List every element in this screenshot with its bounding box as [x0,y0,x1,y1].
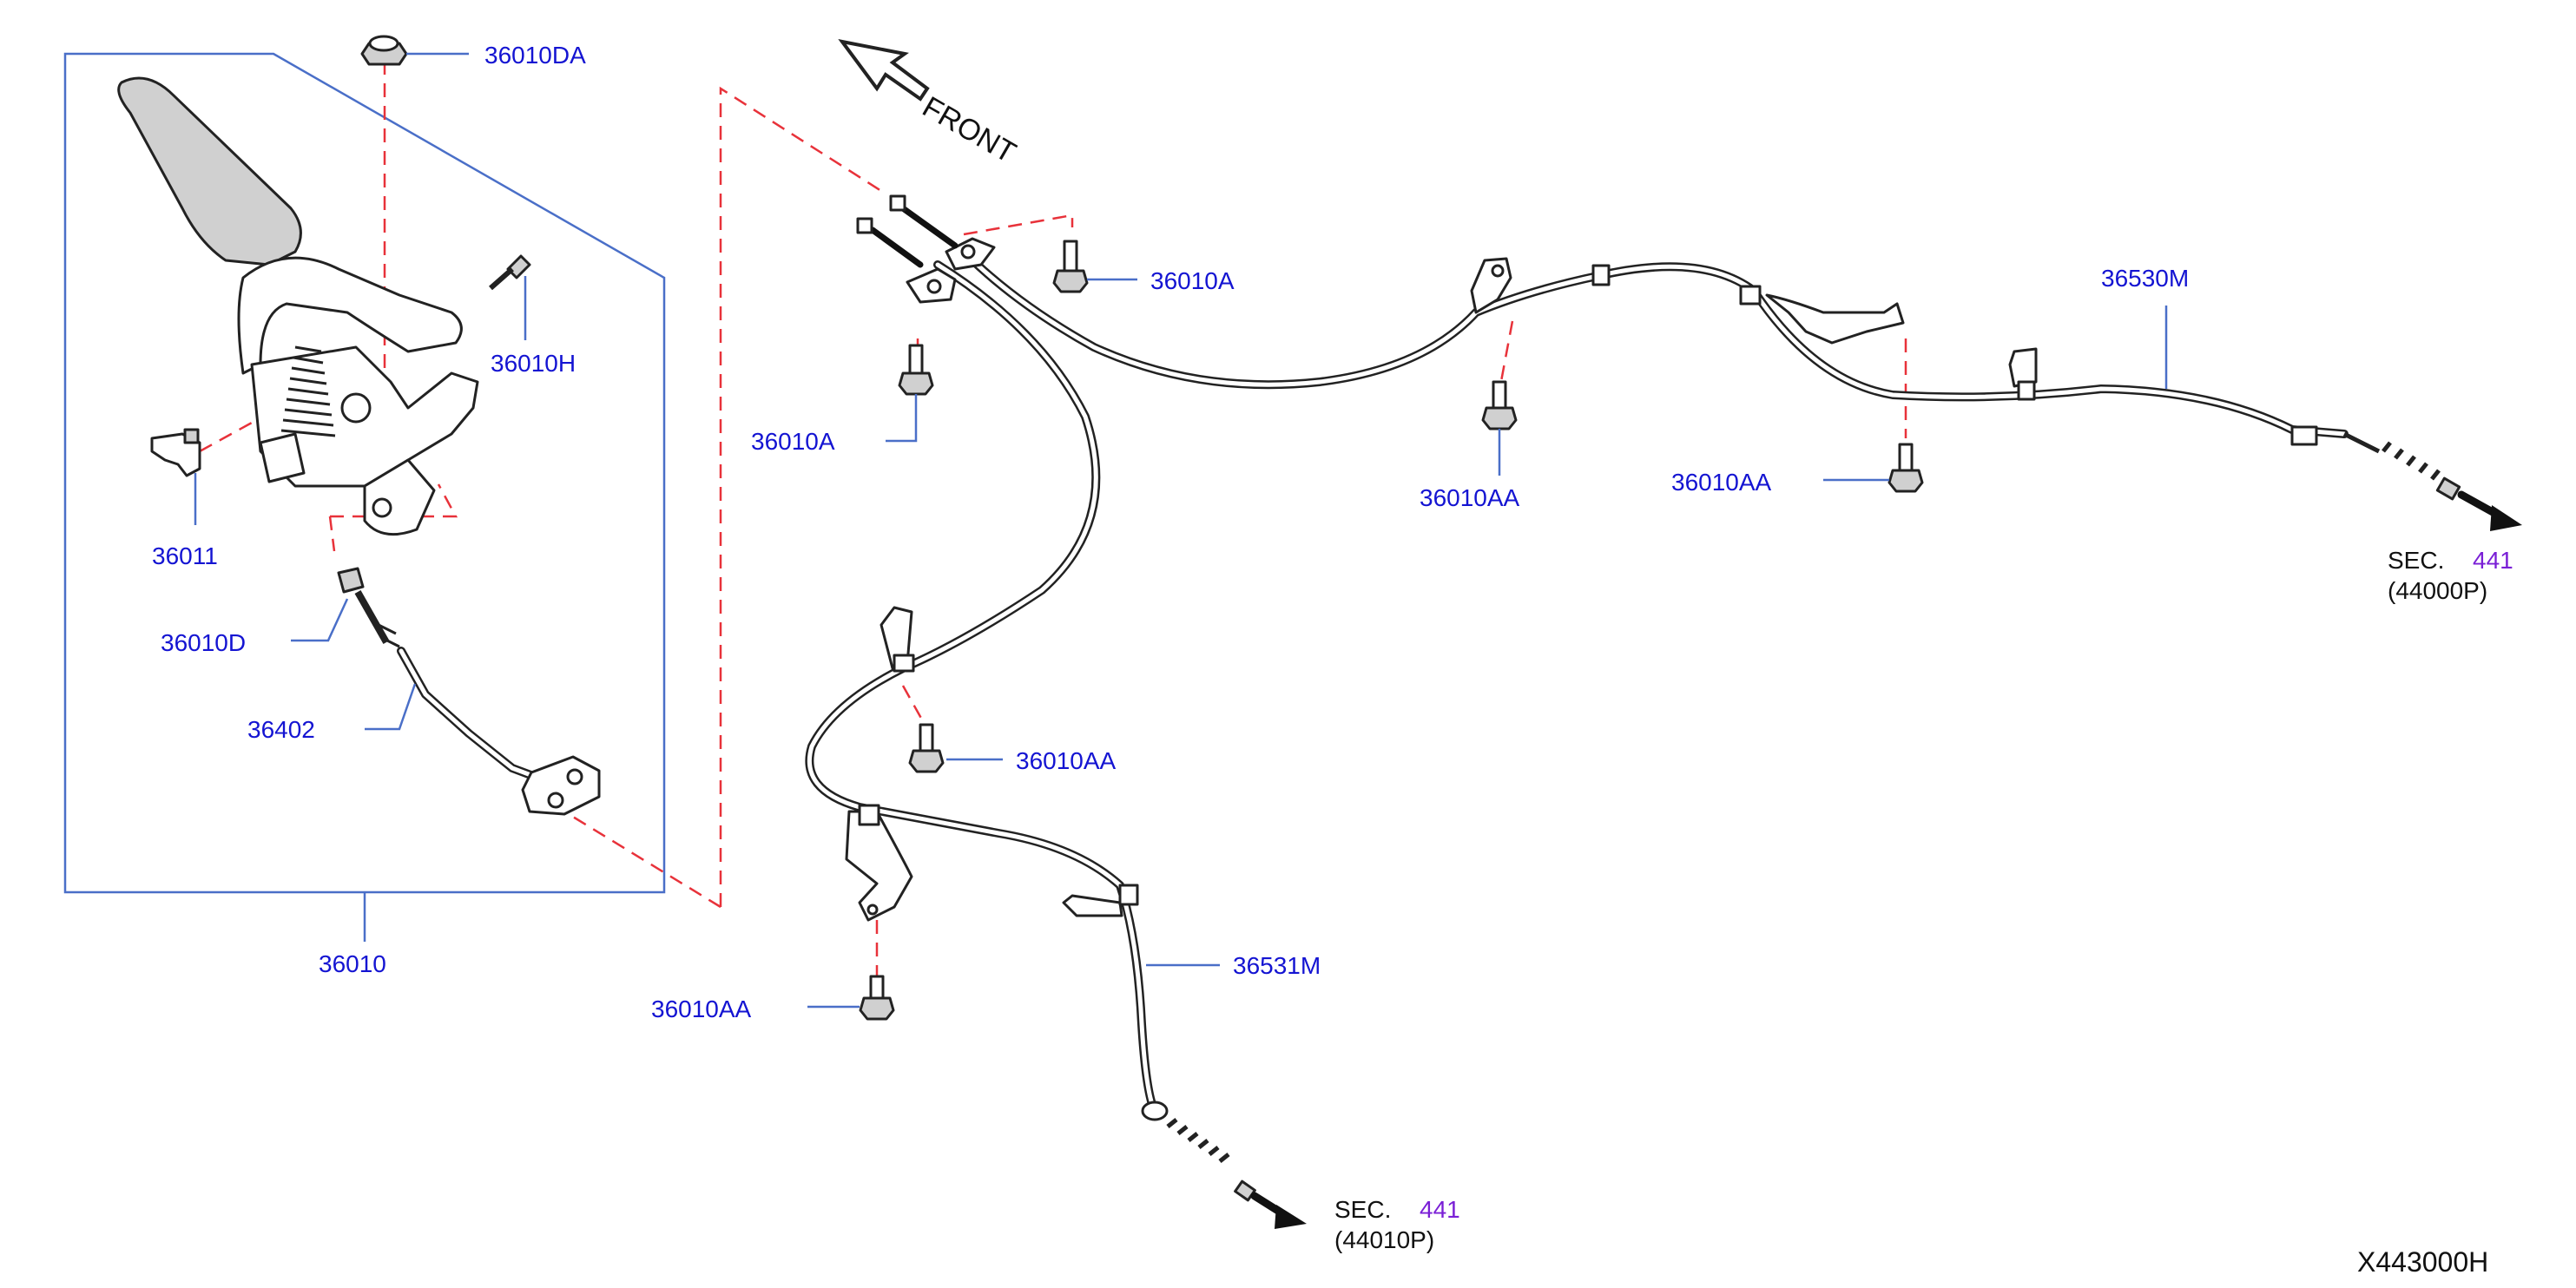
sec-subpart: (44000P) [2388,577,2487,604]
label-36011: 36011 [152,542,218,569]
label-36010AA-bottom: 36010AA [651,996,752,1022]
bolt-36010aa-center [908,723,945,773]
label-36010H: 36010H [491,350,576,377]
bolt-36010a-left [898,344,934,396]
sec-number-link[interactable]: 441 [2473,547,2513,574]
diagram-code: X443000H [2357,1246,2488,1278]
section-ref-44000p: SEC. 441 (44000P) [2388,547,2513,604]
bolt-36010aa-right [1888,443,1924,493]
bolt-36010a-top [1052,240,1089,293]
sec-number-link[interactable]: 441 [1420,1196,1460,1223]
front-arrow: FRONT [838,39,1021,169]
assembly-guide-lines [199,61,1907,976]
sec-prefix: SEC. [1334,1196,1391,1223]
bolt-36010aa-mid [1481,380,1518,430]
label-36531M: 36531M [1233,952,1321,979]
hand-brake-lever [117,76,479,536]
label-36010AA-right: 36010AA [1671,469,1772,496]
front-label: FRONT [917,90,1021,169]
sec-subpart: (44010P) [1334,1226,1434,1253]
clip-36011 [150,428,201,477]
nut-36010da [360,35,408,66]
label-36010A-left: 36010A [751,428,835,455]
label-36010D: 36010D [161,629,246,656]
rear-cable-36530m [959,247,2522,531]
label-36010DA: 36010DA [484,42,586,69]
label-36010AA-mid: 36010AA [1420,484,1520,511]
rear-cable-36531m [805,194,1307,1229]
label-36402: 36402 [247,716,315,743]
label-36010AA-center: 36010AA [1016,747,1117,774]
bolt-36010aa-bottom [859,975,895,1021]
sec-prefix: SEC. [2388,547,2444,574]
label-36010: 36010 [319,950,386,977]
front-cable-36402 [337,567,601,816]
section-ref-44010p: SEC. 441 (44010P) [1334,1196,1460,1253]
bolt-36010h [489,254,531,291]
label-36010A-top: 36010A [1150,267,1235,294]
label-36530M: 36530M [2101,265,2189,292]
lever-assembly-outline [63,52,666,894]
